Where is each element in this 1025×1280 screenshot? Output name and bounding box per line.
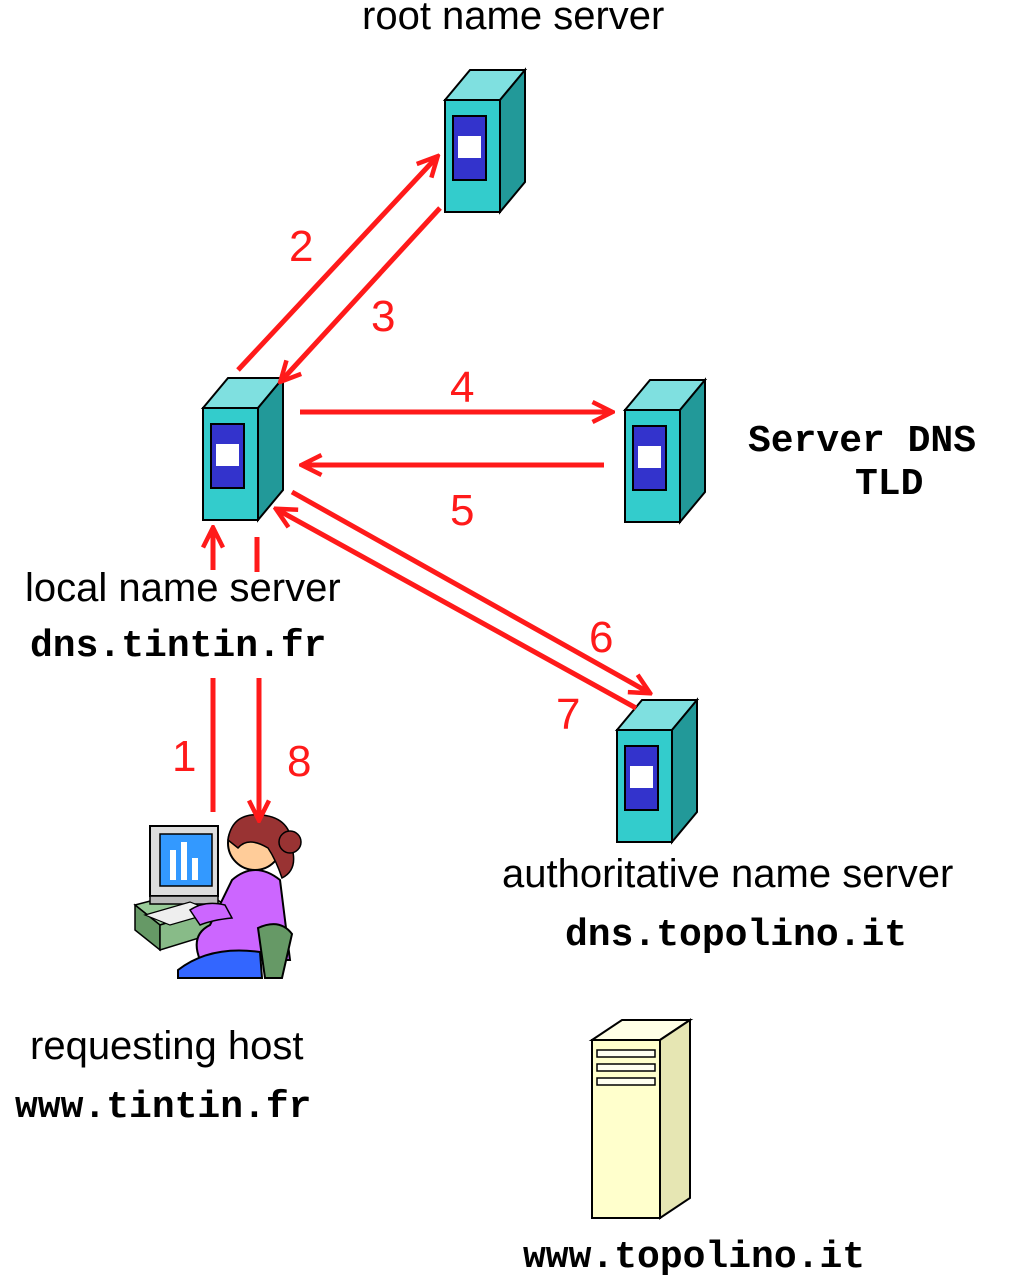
- local-server-host: dns.tintin.fr: [30, 625, 327, 668]
- authoritative-server-label: authoritative name server: [502, 852, 954, 896]
- arrow-step-6-local-to-authoritative: [290, 489, 648, 692]
- authoritative-server-host: dns.topolino.it: [565, 914, 908, 957]
- tld-server-icon: [624, 379, 706, 523]
- root-server-icon: [444, 69, 526, 213]
- step-8-label: 8: [287, 737, 312, 786]
- local-server-icon: [202, 377, 284, 521]
- requesting-host-label: requesting host: [30, 1024, 304, 1068]
- web-server-host: www.topolino.it: [523, 1236, 866, 1279]
- arrow-step-2-local-to-root: [236, 158, 436, 372]
- arrow-step-7-authoritative-to-local: [278, 510, 638, 711]
- step-5-label: 5: [450, 486, 475, 535]
- step-6-label: 6: [589, 613, 614, 662]
- person-at-computer-icon: [133, 813, 302, 979]
- tld-server-label-line1: Server DNS: [748, 420, 977, 463]
- web-server-icon: [588, 1018, 694, 1220]
- step-2-label: 2: [289, 222, 314, 271]
- tld-server-label-line2: TLD: [855, 463, 924, 506]
- step-4-label: 4: [450, 363, 475, 412]
- arrow-step-3-root-to-local: [282, 206, 442, 380]
- authoritative-server-icon: [616, 699, 698, 843]
- step-1-label: 1: [172, 732, 197, 781]
- local-server-label: local name server: [25, 566, 341, 610]
- requesting-host-name: www.tintin.fr: [15, 1086, 312, 1129]
- root-server-label: root name server: [362, 0, 665, 38]
- step-7-label: 7: [556, 690, 581, 739]
- step-3-label: 3: [371, 292, 396, 341]
